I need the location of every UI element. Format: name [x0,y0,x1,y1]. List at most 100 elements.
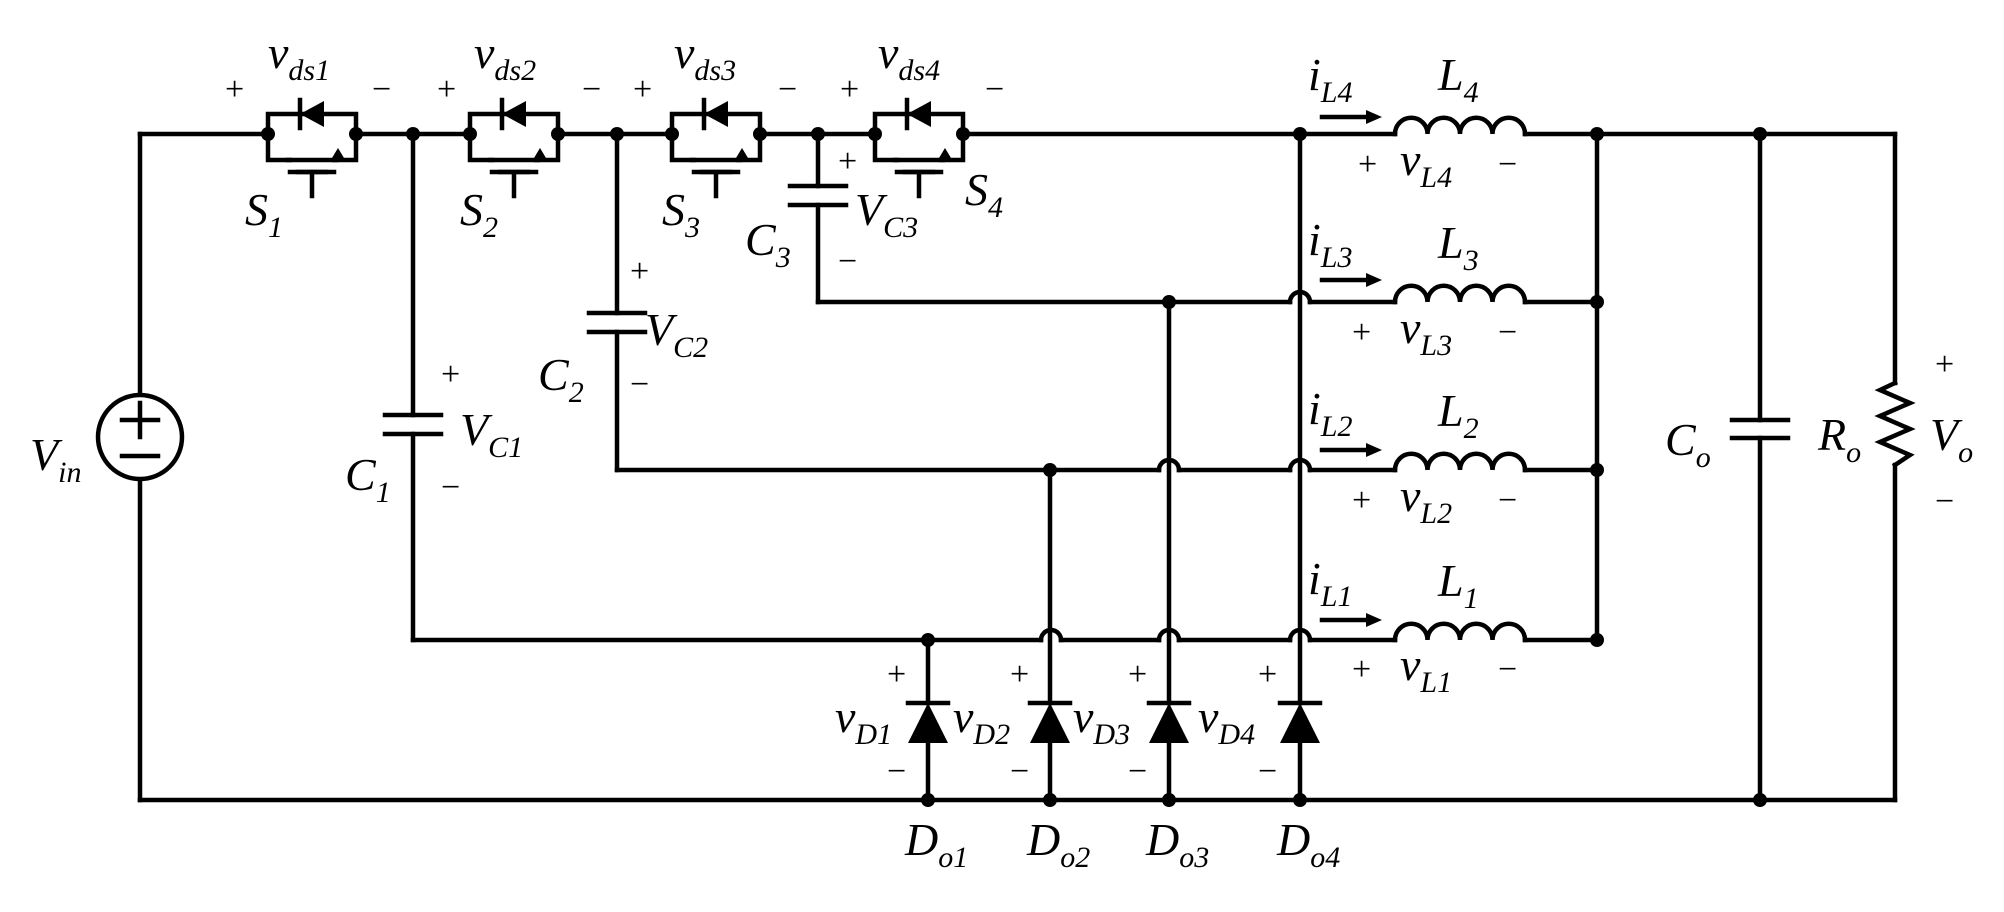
inductor-l3 [1392,283,1528,305]
label-vd2: vD2 [953,691,1010,751]
sign-plus-s1: + [225,71,244,108]
capacitor-c3 [787,183,849,208]
sign-minus-d3: − [1128,753,1147,790]
sign-plus-d2: + [1010,656,1029,693]
inductors [1392,115,1528,643]
sign-minus-c2: − [630,366,649,403]
inductor-l2 [1392,451,1528,473]
sign-plus-l1: + [1352,651,1371,688]
label-do2: Do2 [1026,814,1090,874]
sign-plus-d4: + [1258,656,1277,693]
current-arrows [1319,110,1382,627]
capacitor-co [1729,417,1791,441]
diode-do2 [1027,700,1073,743]
label-c2: C2 [538,349,584,409]
sign-plus-l3: + [1352,314,1371,351]
sign-minus-s2: − [582,71,601,108]
sign-minus-l4: − [1498,146,1517,183]
sign-plus-s4: + [840,71,859,108]
label-il4: iL4 [1308,49,1352,109]
label-vl2: vL2 [1400,470,1452,530]
label-il3: iL3 [1308,214,1352,274]
sign-plus-s3: + [633,71,652,108]
label-l3: L3 [1437,217,1479,277]
label-vds3: vds3 [674,27,736,87]
label-do3: Do3 [1145,814,1209,874]
polarity-signs: + − + − + − + − + − + − + − + − + − + − … [225,71,1954,790]
sign-minus-c1: − [441,469,460,506]
sign-minus-c3: − [838,243,857,280]
label-s3: S3 [662,184,700,244]
label-vl4: vL4 [1400,134,1452,194]
body-diode-icon [704,101,728,127]
sign-minus-s1: − [372,71,391,108]
sign-plus-s2: + [437,71,456,108]
label-co: Co [1665,414,1711,474]
sign-minus-d1: − [887,753,906,790]
labels: Vin S1 S2 S3 S4 vds1 vds2 vds3 vds4 C1 C… [30,27,1973,874]
input-voltage-source [95,392,185,482]
label-vo: Vo [1930,409,1973,469]
inductor-l1 [1392,621,1528,643]
label-s4: S4 [965,164,1003,224]
label-vds1: vds1 [268,27,330,87]
label-s1: S1 [245,184,283,244]
body-diode-icon [300,101,324,127]
inductor-l4 [1392,115,1528,137]
label-vc3: VC3 [855,184,918,244]
current-arrow-il2 [1319,443,1382,457]
label-il2: iL2 [1308,383,1352,443]
label-l1: L1 [1437,555,1479,615]
capacitor-c2 [586,310,648,335]
sign-plus-l2: + [1352,482,1371,519]
sign-minus-l3: − [1498,314,1517,351]
sign-minus-d2: − [1010,753,1029,790]
label-vin: Vin [30,429,81,489]
switch-s4 [868,97,970,199]
load-resistor [1874,380,1916,469]
label-s2: S2 [460,184,498,244]
label-ro: Ro [1817,409,1861,469]
body-diode-icon [907,101,931,127]
current-arrow-il3 [1319,273,1382,287]
sign-plus-d1: + [887,656,906,693]
junction-dots [406,127,1767,807]
wires [137,131,1898,803]
label-vl3: vL3 [1400,302,1452,362]
switch-s3 [665,97,767,199]
switches [261,97,970,199]
sign-plus-c2: + [630,253,649,290]
diode-do1 [905,700,951,743]
label-vd3: vD3 [1073,691,1130,751]
label-l2: L2 [1437,385,1479,445]
sign-minus-l1: − [1498,651,1517,688]
current-arrow-il1 [1319,613,1382,627]
sign-minus-d4: − [1258,753,1277,790]
switch-s1 [261,97,363,199]
body-diode-icon [502,101,526,127]
sign-minus-vo: − [1935,483,1954,520]
label-vl1: vL1 [1400,639,1452,699]
switch-s2 [463,97,565,199]
label-l4: L4 [1437,49,1479,109]
label-do4: Do4 [1276,814,1340,874]
label-vd1: vD1 [835,691,892,751]
sign-plus-c3: + [838,143,857,180]
sign-plus-c1: + [441,356,460,393]
diode-do3 [1146,700,1192,743]
label-vds4: vds4 [878,27,940,87]
sign-minus-s4: − [985,71,1004,108]
label-c3: C3 [745,214,791,274]
diodes [905,700,1323,743]
capacitor-c1 [382,412,444,437]
label-vc2: VC2 [645,304,708,364]
label-vds2: vds2 [474,27,536,87]
diode-do4 [1277,700,1323,743]
current-arrow-il4 [1319,110,1382,124]
label-il1: iL1 [1308,553,1352,613]
sign-minus-s3: − [778,71,797,108]
label-do1: Do1 [904,814,968,874]
sign-plus-vo: + [1935,346,1954,383]
label-vd4: vD4 [1198,691,1255,751]
